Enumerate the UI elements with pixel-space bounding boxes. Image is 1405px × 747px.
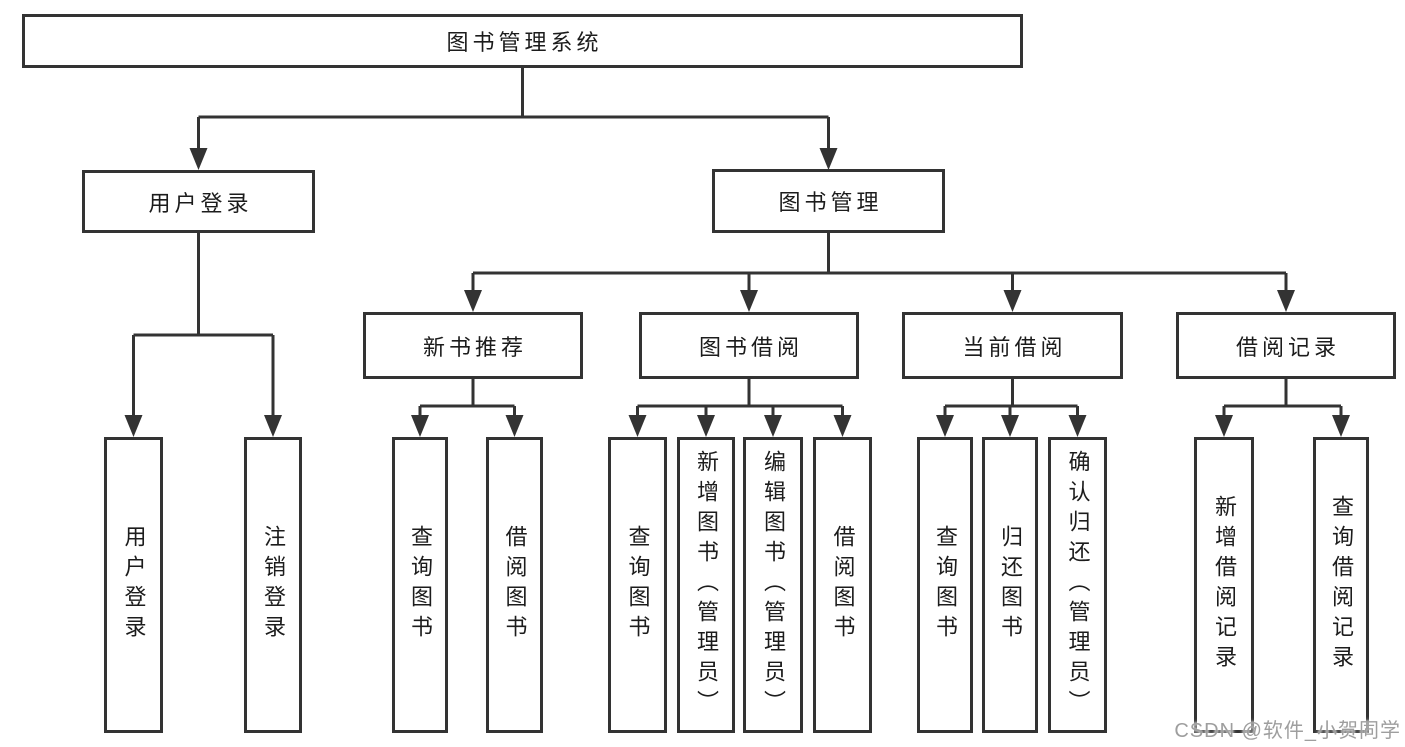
- leaf-query-borrow-record-label: 查询借阅记录: [1329, 495, 1354, 675]
- leaf-add-books-admin: 新增图书（管理员）: [677, 437, 735, 733]
- node-current-borrow: 当前借阅: [902, 312, 1123, 379]
- node-borrow-records: 借阅记录: [1176, 312, 1396, 379]
- leaf-logout-label: 注销登录: [261, 525, 286, 645]
- leaf-query-books-borrow: 查询图书: [608, 437, 667, 733]
- leaf-add-borrow-record-label: 新增借阅记录: [1212, 495, 1237, 675]
- node-borrow-records-label: 借阅记录: [1235, 334, 1340, 360]
- leaf-add-borrow-record: 新增借阅记录: [1194, 437, 1254, 733]
- leaf-query-books-recommend: 查询图书: [392, 437, 448, 733]
- node-new-book-recommend-label: 新书推荐: [422, 334, 527, 360]
- node-new-book-recommend: 新书推荐: [363, 312, 583, 379]
- leaf-user-login: 用户登录: [104, 437, 163, 733]
- leaf-return-books-label: 归还图书: [998, 525, 1023, 645]
- leaf-confirm-return-admin-label: 确认归还（管理员）: [1065, 450, 1091, 720]
- node-root-system-label: 图书管理系统: [446, 30, 603, 55]
- leaf-query-books-current-label: 查询图书: [933, 525, 958, 645]
- node-user-login: 用户登录: [82, 170, 315, 233]
- node-root-system: 图书管理系统: [22, 14, 1023, 68]
- leaf-edit-books-admin: 编辑图书（管理员）: [743, 437, 803, 733]
- leaf-query-books-recommend-label: 查询图书: [408, 525, 433, 645]
- node-book-borrow: 图书借阅: [639, 312, 859, 379]
- leaf-confirm-return-admin: 确认归还（管理员）: [1048, 437, 1107, 733]
- leaf-query-borrow-record: 查询借阅记录: [1313, 437, 1369, 733]
- node-book-management: 图书管理: [712, 169, 945, 233]
- leaf-borrow-books-recommend: 借阅图书: [486, 437, 543, 733]
- leaf-borrow-books-recommend-label: 借阅图书: [502, 525, 528, 645]
- leaf-borrow-books-label: 借阅图书: [830, 525, 856, 645]
- node-book-borrow-label: 图书借阅: [698, 334, 803, 360]
- node-current-borrow-label: 当前借阅: [962, 334, 1067, 360]
- node-book-management-label: 图书管理: [778, 190, 883, 215]
- node-user-login-label: 用户登录: [148, 190, 253, 216]
- leaf-query-books-current: 查询图书: [917, 437, 973, 733]
- leaf-query-books-borrow-label: 查询图书: [625, 525, 651, 645]
- csdn-watermark: CSDN @软件_小贺同学: [1174, 720, 1401, 742]
- leaf-return-books: 归还图书: [982, 437, 1038, 733]
- leaf-edit-books-admin-label: 编辑图书（管理员）: [761, 450, 786, 720]
- leaf-logout: 注销登录: [244, 437, 302, 733]
- leaf-borrow-books: 借阅图书: [813, 437, 872, 733]
- leaf-add-books-admin-label: 新增图书（管理员）: [694, 450, 719, 720]
- leaf-user-login-label: 用户登录: [121, 525, 147, 645]
